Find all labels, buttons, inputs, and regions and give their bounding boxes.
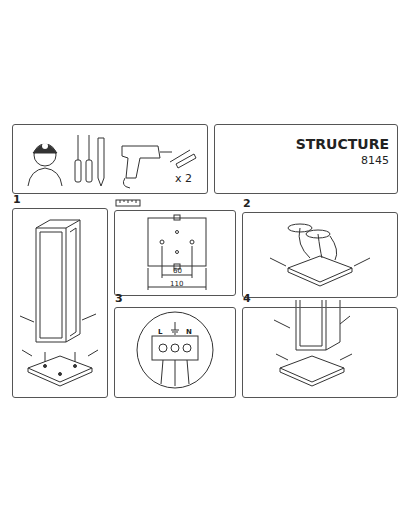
terminal-label: N [186,329,192,336]
panel: 60 110 [114,210,236,296]
quantity: 8145 [361,155,389,166]
dimension: 110 [170,281,183,288]
step-number: 3 [115,293,123,304]
panel: x 2 [12,124,208,194]
panel: 8145 STRUCTURE [214,124,398,194]
panel: 4 [242,307,398,398]
dimension: 60 [173,268,182,275]
step-number: 1 [13,194,21,205]
panel: 2 [242,212,398,298]
panel: 1 [12,208,108,398]
product-title: STRUCTURE [296,137,389,151]
step-number: 2 [243,198,251,209]
step-number: 4 [243,293,251,304]
panel: 3 [114,307,236,398]
quantity: x 2 [175,173,192,184]
terminal-label: L [158,329,162,336]
